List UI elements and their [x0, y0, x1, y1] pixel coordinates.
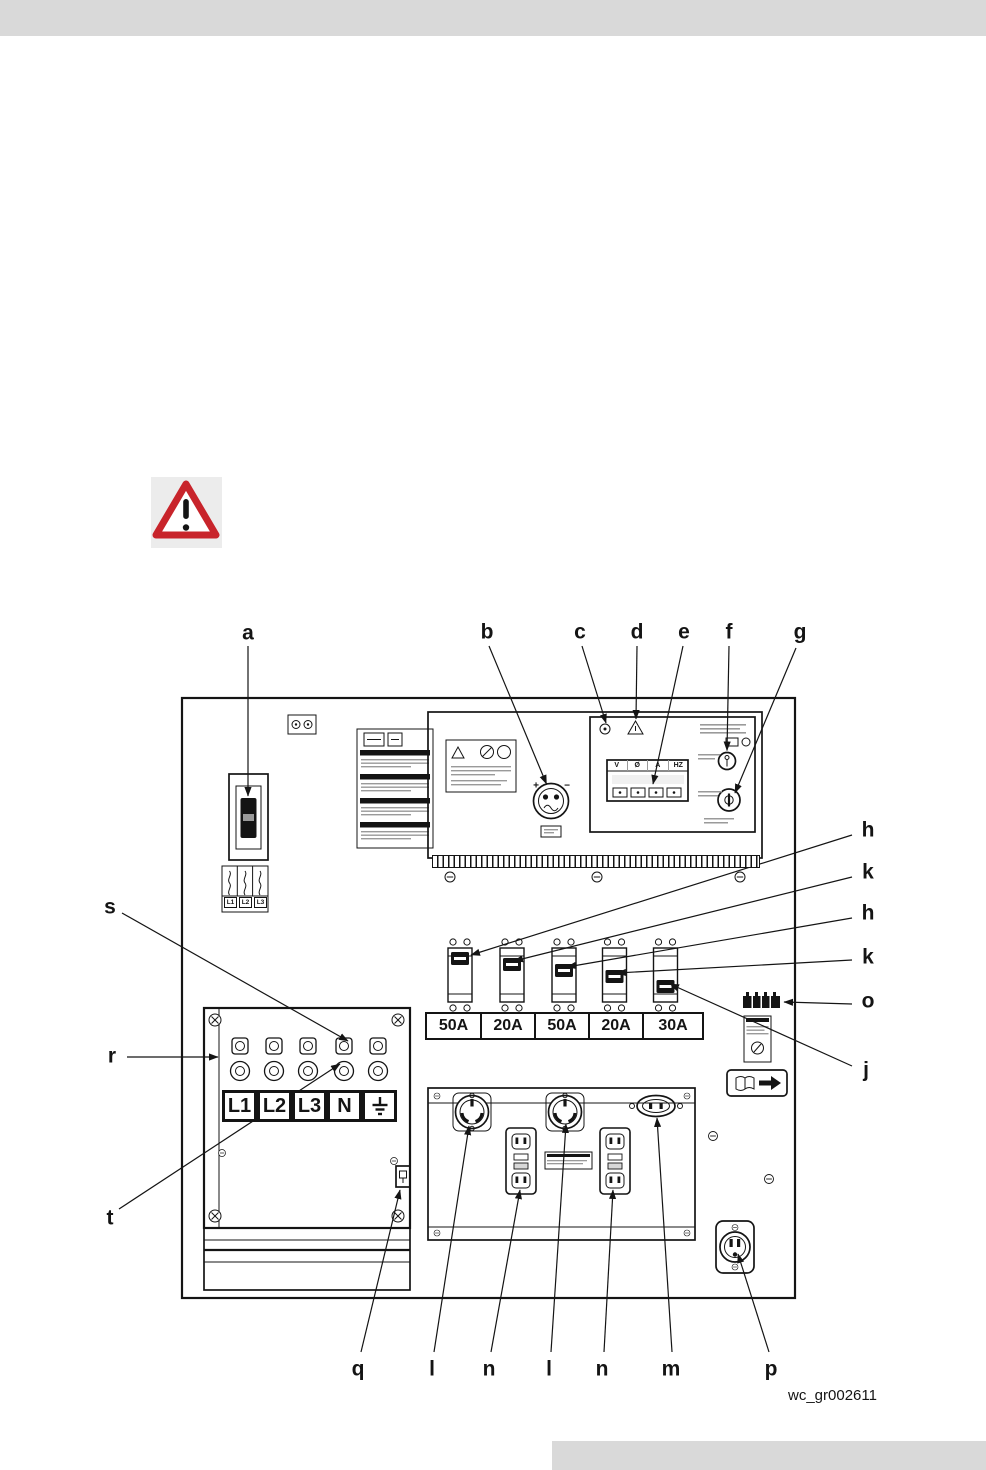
receptacle-panel — [427, 1087, 696, 1241]
main-circuit-breaker — [228, 773, 269, 861]
terminal-stud-ground — [367, 1037, 389, 1082]
terminal-stud-l3 — [297, 1037, 319, 1082]
callout-l-2: l — [546, 1357, 552, 1381]
footer-band-right — [552, 1441, 986, 1470]
callout-f: f — [725, 620, 733, 644]
terminal-stud-l2 — [263, 1037, 285, 1082]
book-icon — [735, 1076, 755, 1091]
arrow-icon — [759, 1080, 771, 1086]
terminal-stud-n — [333, 1037, 355, 1082]
aux-connector — [743, 992, 780, 1008]
callout-b: b — [480, 620, 494, 644]
terminal-stud-l1 — [229, 1037, 251, 1082]
breaker-rating-2: 20A — [480, 1012, 536, 1040]
breaker-terminal-block — [221, 865, 269, 913]
meter-panel — [589, 716, 756, 833]
dc-outlet-p — [715, 1220, 755, 1274]
callout-m: m — [661, 1357, 681, 1381]
decal-j — [743, 1015, 772, 1063]
breaker-rating-1: 50A — [425, 1012, 482, 1040]
circuit-breaker-4 — [601, 938, 628, 1012]
circuit-breaker-3 — [551, 938, 577, 1012]
terminal-label-l1: L1 — [222, 1090, 257, 1122]
receptacle-decal — [544, 1151, 593, 1170]
callout-e: e — [678, 620, 690, 644]
footer-band-left — [0, 0, 429, 29]
plus-mark: + — [533, 780, 539, 792]
callout-h-1: h — [861, 818, 875, 842]
louver-vents — [203, 1227, 411, 1291]
vent-strip — [432, 855, 760, 868]
breaker-phase-l1: L1 — [224, 897, 237, 908]
warning-decal-stack — [356, 728, 434, 849]
callout-r: r — [107, 1044, 117, 1068]
gfci-duplex-receptacle-1 — [505, 1127, 537, 1195]
callout-n-1: n — [482, 1357, 496, 1381]
callout-k-2: k — [862, 945, 874, 969]
meter-unit-row: V Ø A HZ — [607, 760, 688, 771]
minus-mark: − — [564, 780, 570, 792]
callout-l-1: l — [429, 1357, 435, 1381]
terminal-label-l3: L3 — [292, 1090, 327, 1122]
figure-id: wc_gr002611 — [788, 1387, 877, 1404]
latch-q — [395, 1165, 411, 1188]
callout-p: p — [764, 1357, 778, 1381]
callout-h-2: h — [861, 901, 875, 925]
circuit-breaker-1 — [447, 938, 473, 1012]
dc-charging-receptacle — [532, 782, 570, 838]
callout-k-1: k — [862, 860, 874, 884]
callout-q: q — [351, 1357, 365, 1381]
terminal-label-ground — [362, 1090, 397, 1122]
manual-reference-plate — [726, 1069, 788, 1097]
callout-d: d — [630, 620, 644, 644]
meter-unit-volts: V — [607, 760, 628, 771]
breaker-phase-l3: L3 — [254, 897, 267, 908]
meter-unit-phase: Ø — [628, 760, 648, 771]
callout-c: c — [574, 620, 586, 644]
breaker-phase-l2: L2 — [239, 897, 252, 908]
callout-s: s — [104, 895, 116, 919]
callout-n-2: n — [595, 1357, 609, 1381]
breaker-bank — [447, 938, 679, 1012]
callout-g: g — [793, 620, 807, 644]
twist-lock-receptacle-2 — [544, 1091, 586, 1133]
callout-leader-lines — [118, 645, 853, 1353]
breaker-rating-5: 30A — [642, 1012, 704, 1040]
generator-panel-outline — [180, 696, 797, 1300]
gfci-duplex-receptacle-2 — [599, 1127, 631, 1195]
callout-a: a — [242, 621, 254, 645]
meter-unit-amps: A — [648, 760, 669, 771]
control-panel-decal — [445, 739, 517, 793]
terminal-label-n: N — [327, 1090, 362, 1122]
earth-ground-icon — [372, 1097, 387, 1116]
callout-o: o — [861, 989, 875, 1013]
callout-t: t — [106, 1206, 114, 1230]
oval-receptacle — [629, 1094, 683, 1118]
breaker-rating-3: 50A — [534, 1012, 590, 1040]
indicator-box — [287, 714, 317, 735]
warning-triangle-icon — [152, 480, 220, 539]
callout-j: j — [863, 1058, 869, 1082]
twist-lock-receptacle-1 — [451, 1091, 493, 1133]
circuit-breaker-2 — [499, 938, 525, 1012]
breaker-rating-4: 20A — [588, 1012, 644, 1040]
meter-unit-hertz: HZ — [673, 762, 683, 769]
terminal-label-l2: L2 — [257, 1090, 292, 1122]
